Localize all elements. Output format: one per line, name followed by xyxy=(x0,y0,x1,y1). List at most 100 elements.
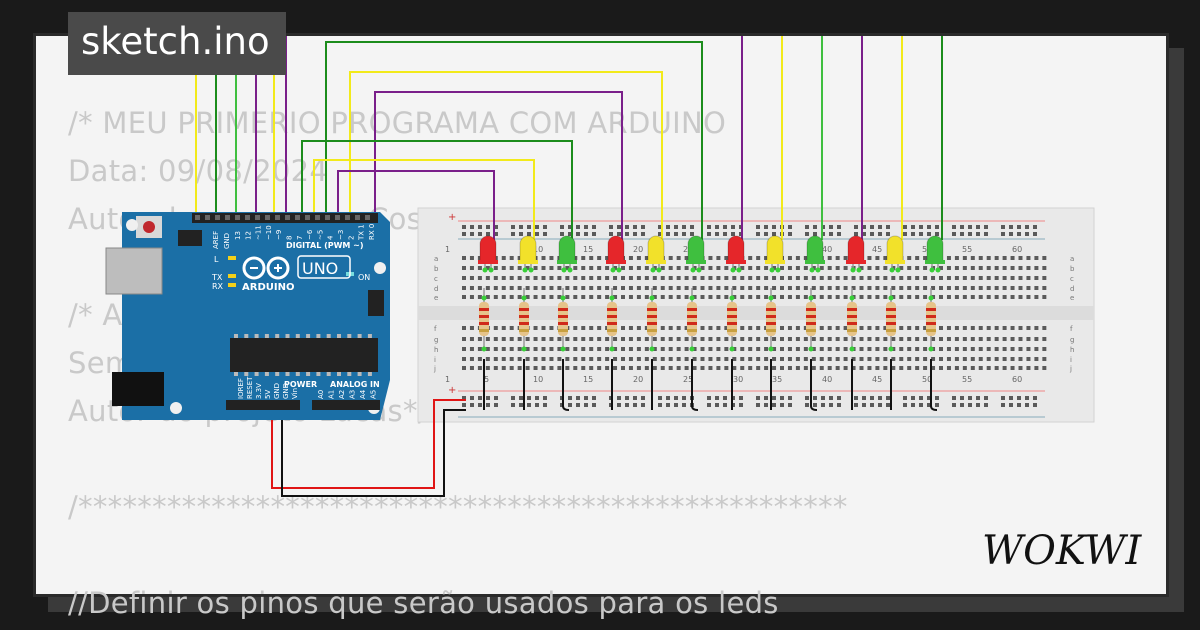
breadboard-hole[interactable] xyxy=(605,357,610,361)
rail-hole[interactable] xyxy=(535,396,539,400)
breadboard-hole[interactable] xyxy=(652,266,657,270)
breadboard-hole[interactable] xyxy=(970,326,975,330)
rail-hole[interactable] xyxy=(780,403,784,407)
breadboard-hole[interactable] xyxy=(732,357,737,361)
pin-hole[interactable] xyxy=(295,215,300,220)
rail-hole[interactable] xyxy=(674,225,678,229)
breadboard-hole[interactable] xyxy=(533,366,538,370)
breadboard-hole[interactable] xyxy=(573,357,578,361)
breadboard-hole[interactable] xyxy=(819,276,824,280)
breadboard-hole[interactable] xyxy=(939,295,943,299)
rail-hole[interactable] xyxy=(511,403,515,407)
breadboard-hole[interactable] xyxy=(795,326,800,330)
rail-hole[interactable] xyxy=(764,403,768,407)
breadboard-hole[interactable] xyxy=(684,337,689,341)
breadboard-hole[interactable] xyxy=(827,276,832,280)
rail-hole[interactable] xyxy=(886,396,890,400)
rail-hole[interactable] xyxy=(592,232,596,236)
breadboard-hole[interactable] xyxy=(605,295,610,299)
rail-hole[interactable] xyxy=(837,396,841,400)
breadboard-hole[interactable] xyxy=(994,337,999,341)
rail-hole[interactable] xyxy=(886,232,890,236)
breadboard-hole[interactable] xyxy=(462,256,466,260)
breadboard-hole[interactable] xyxy=(676,366,681,370)
rail-hole[interactable] xyxy=(682,403,686,407)
rail-hole[interactable] xyxy=(568,232,572,236)
breadboard-hole[interactable] xyxy=(907,337,912,341)
rail-hole[interactable] xyxy=(1017,232,1021,236)
breadboard-hole[interactable] xyxy=(605,286,610,290)
breadboard-hole[interactable] xyxy=(676,295,681,299)
ground-wire[interactable] xyxy=(810,359,818,411)
rail-hole[interactable] xyxy=(494,396,498,400)
rail-hole[interactable] xyxy=(1025,396,1029,400)
breadboard-hole[interactable] xyxy=(819,347,824,351)
breadboard-hole[interactable] xyxy=(517,357,522,361)
breadboard-hole[interactable] xyxy=(533,276,538,280)
breadboard-hole[interactable] xyxy=(867,276,872,280)
rail-hole[interactable] xyxy=(984,225,988,229)
breadboard-hole[interactable] xyxy=(978,266,983,270)
breadboard-hole[interactable] xyxy=(628,286,633,290)
rail-hole[interactable] xyxy=(584,232,588,236)
rail-hole[interactable] xyxy=(1009,403,1013,407)
rail-hole[interactable] xyxy=(739,403,743,407)
rail-hole[interactable] xyxy=(878,225,882,229)
breadboard-hole[interactable] xyxy=(939,286,943,290)
breadboard-hole[interactable] xyxy=(986,256,991,260)
rail-hole[interactable] xyxy=(682,225,686,229)
breadboard-hole[interactable] xyxy=(994,256,999,260)
breadboard-hole[interactable] xyxy=(939,347,943,351)
rail-hole[interactable] xyxy=(707,232,711,236)
breadboard-hole[interactable] xyxy=(525,295,530,299)
rail-hole[interactable] xyxy=(478,403,482,407)
breadboard-hole[interactable] xyxy=(764,337,769,341)
rail-hole[interactable] xyxy=(862,225,866,229)
rail-hole[interactable] xyxy=(470,225,474,229)
breadboard-hole[interactable] xyxy=(954,295,959,299)
breadboard-hole[interactable] xyxy=(573,347,578,351)
breadboard-hole[interactable] xyxy=(811,357,816,361)
breadboard-hole[interactable] xyxy=(533,286,538,290)
breadboard-hole[interactable] xyxy=(931,276,936,280)
rail-hole[interactable] xyxy=(682,396,686,400)
breadboard-hole[interactable] xyxy=(772,357,777,361)
rail-hole[interactable] xyxy=(511,225,515,229)
breadboard-hole[interactable] xyxy=(803,347,808,351)
breadboard-hole[interactable] xyxy=(684,286,689,290)
rail-hole[interactable] xyxy=(960,232,964,236)
breadboard-hole[interactable] xyxy=(843,347,848,351)
breadboard-hole[interactable] xyxy=(891,295,896,299)
breadboard-hole[interactable] xyxy=(477,337,482,341)
rail-hole[interactable] xyxy=(870,232,874,236)
led-green[interactable] xyxy=(557,235,577,273)
breadboard-hole[interactable] xyxy=(573,326,578,330)
breadboard-hole[interactable] xyxy=(597,357,602,361)
rail-hole[interactable] xyxy=(633,396,637,400)
breadboard-hole[interactable] xyxy=(875,337,880,341)
breadboard-hole[interactable] xyxy=(501,326,506,330)
breadboard-hole[interactable] xyxy=(1026,326,1031,330)
breadboard-hole[interactable] xyxy=(756,256,761,260)
breadboard-hole[interactable] xyxy=(573,266,578,270)
breadboard-hole[interactable] xyxy=(923,366,928,370)
breadboard-hole[interactable] xyxy=(772,286,777,290)
breadboard-hole[interactable] xyxy=(676,347,681,351)
breadboard-hole[interactable] xyxy=(485,276,490,280)
breadboard-hole[interactable] xyxy=(573,295,578,299)
breadboard-hole[interactable] xyxy=(676,256,681,260)
rail-hole[interactable] xyxy=(527,396,531,400)
breadboard-hole[interactable] xyxy=(589,347,594,351)
breadboard-hole[interactable] xyxy=(970,276,975,280)
breadboard-hole[interactable] xyxy=(772,347,777,351)
breadboard-hole[interactable] xyxy=(708,366,713,370)
breadboard-hole[interactable] xyxy=(636,276,641,280)
led-yellow[interactable] xyxy=(518,235,538,273)
breadboard-hole[interactable] xyxy=(628,337,633,341)
breadboard-hole[interactable] xyxy=(589,266,594,270)
breadboard-hole[interactable] xyxy=(915,337,920,341)
breadboard-hole[interactable] xyxy=(517,276,522,280)
breadboard-hole[interactable] xyxy=(581,326,586,330)
breadboard-hole[interactable] xyxy=(1034,266,1039,270)
breadboard-hole[interactable] xyxy=(668,295,673,299)
